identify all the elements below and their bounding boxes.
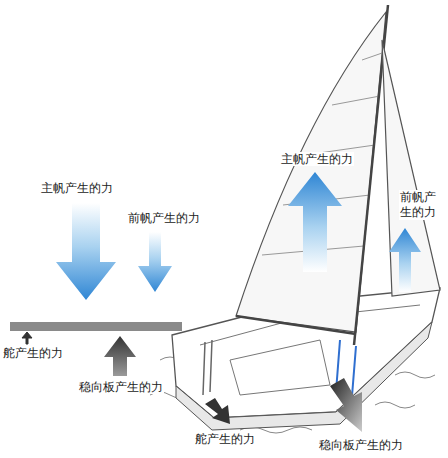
force-label: 前帆产生的力 xyxy=(399,190,437,220)
mainsail xyxy=(236,12,386,332)
force-label: 舵产生的力 xyxy=(194,432,256,446)
hull-bar xyxy=(10,322,182,331)
jib-force-arrow xyxy=(389,228,421,292)
rudder-force-arrow xyxy=(205,398,230,424)
force-label: 主帆产生的力 xyxy=(280,152,354,166)
board-force-arrow xyxy=(330,378,362,432)
rudder-force-arrow xyxy=(22,332,32,344)
board-force-arrow xyxy=(104,336,136,376)
mainsail-force-arrow xyxy=(56,203,116,300)
hull-side xyxy=(176,322,432,430)
jib xyxy=(382,40,440,296)
boom xyxy=(236,316,356,334)
force-label: 前帆产生的力 xyxy=(127,211,201,225)
force-label: 主帆产生的力 xyxy=(40,181,114,195)
jib-force-arrow xyxy=(138,232,172,292)
force-label: 稳向板产生的力 xyxy=(318,438,404,452)
force-label: 稳向板产生的力 xyxy=(78,380,164,394)
tiller xyxy=(203,340,212,395)
force-label: 舵产生的力 xyxy=(2,346,64,360)
mainsail-force-arrow xyxy=(288,172,342,272)
